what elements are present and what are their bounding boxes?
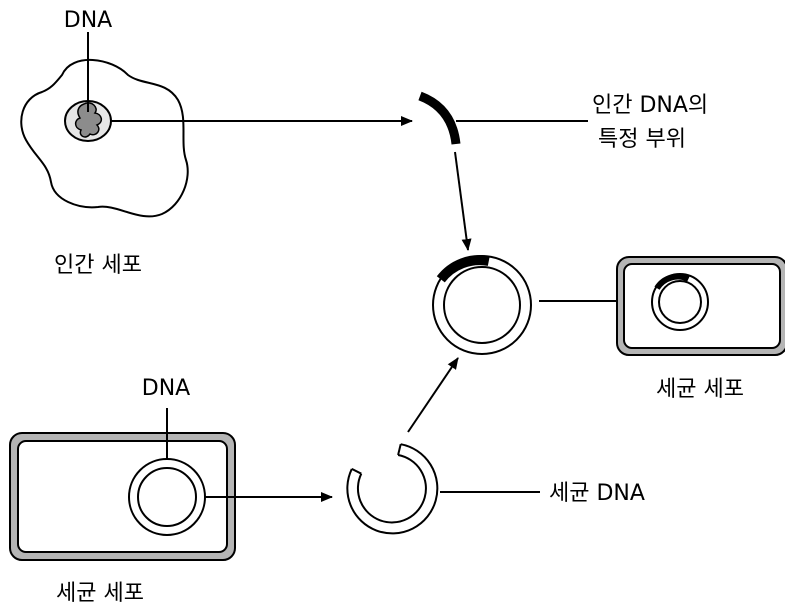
opened-plasmid-inner-arc [356, 454, 427, 524]
human-dna-segment-arc [418, 91, 461, 145]
human-cell: DNA 인간 세포 [20, 8, 189, 278]
recombinant-plasmid-inner-ring [443, 266, 521, 344]
bacteria-dna-label: 세균 DNA [549, 481, 645, 506]
right-plasmid-inner-ring [658, 280, 702, 324]
bacterial-cell-right: 세균 세포 [616, 256, 785, 402]
recombinant-plasmid [432, 255, 532, 355]
right-plasmid-inserted-segment [654, 273, 690, 290]
opened-plasmid-end-top [397, 443, 402, 456]
opened-bacterial-plasmid: 세균 DNA [346, 443, 645, 535]
human-dna-segment: 인간 DNA의 특정 부위 [418, 91, 708, 152]
arrow-insert-segment [454, 151, 472, 251]
bacteria-dna-label-top: DNA [142, 376, 190, 401]
human-cell-membrane [20, 59, 189, 218]
opened-plasmid-end-left [351, 468, 362, 475]
arrow-recombine [407, 357, 459, 433]
opened-plasmid-outer-arc [346, 443, 439, 535]
bacterial-cell-left: DNA 세균 세포 [9, 376, 236, 606]
human-cell-label: 인간 세포 [54, 253, 142, 278]
human-dna-segment-label-line2: 특정 부위 [598, 127, 686, 152]
bacterial-cell-left-label: 세균 세포 [56, 581, 144, 606]
bacterial-cell-right-label: 세균 세포 [656, 377, 744, 402]
left-plasmid-inner-ring [137, 467, 197, 527]
human-dna-segment-label-line1: 인간 DNA의 [592, 93, 708, 118]
human-chromatin [74, 102, 103, 138]
recombinant-plasmid-inserted-segment [436, 255, 490, 283]
human-dna-label: DNA [64, 8, 112, 33]
